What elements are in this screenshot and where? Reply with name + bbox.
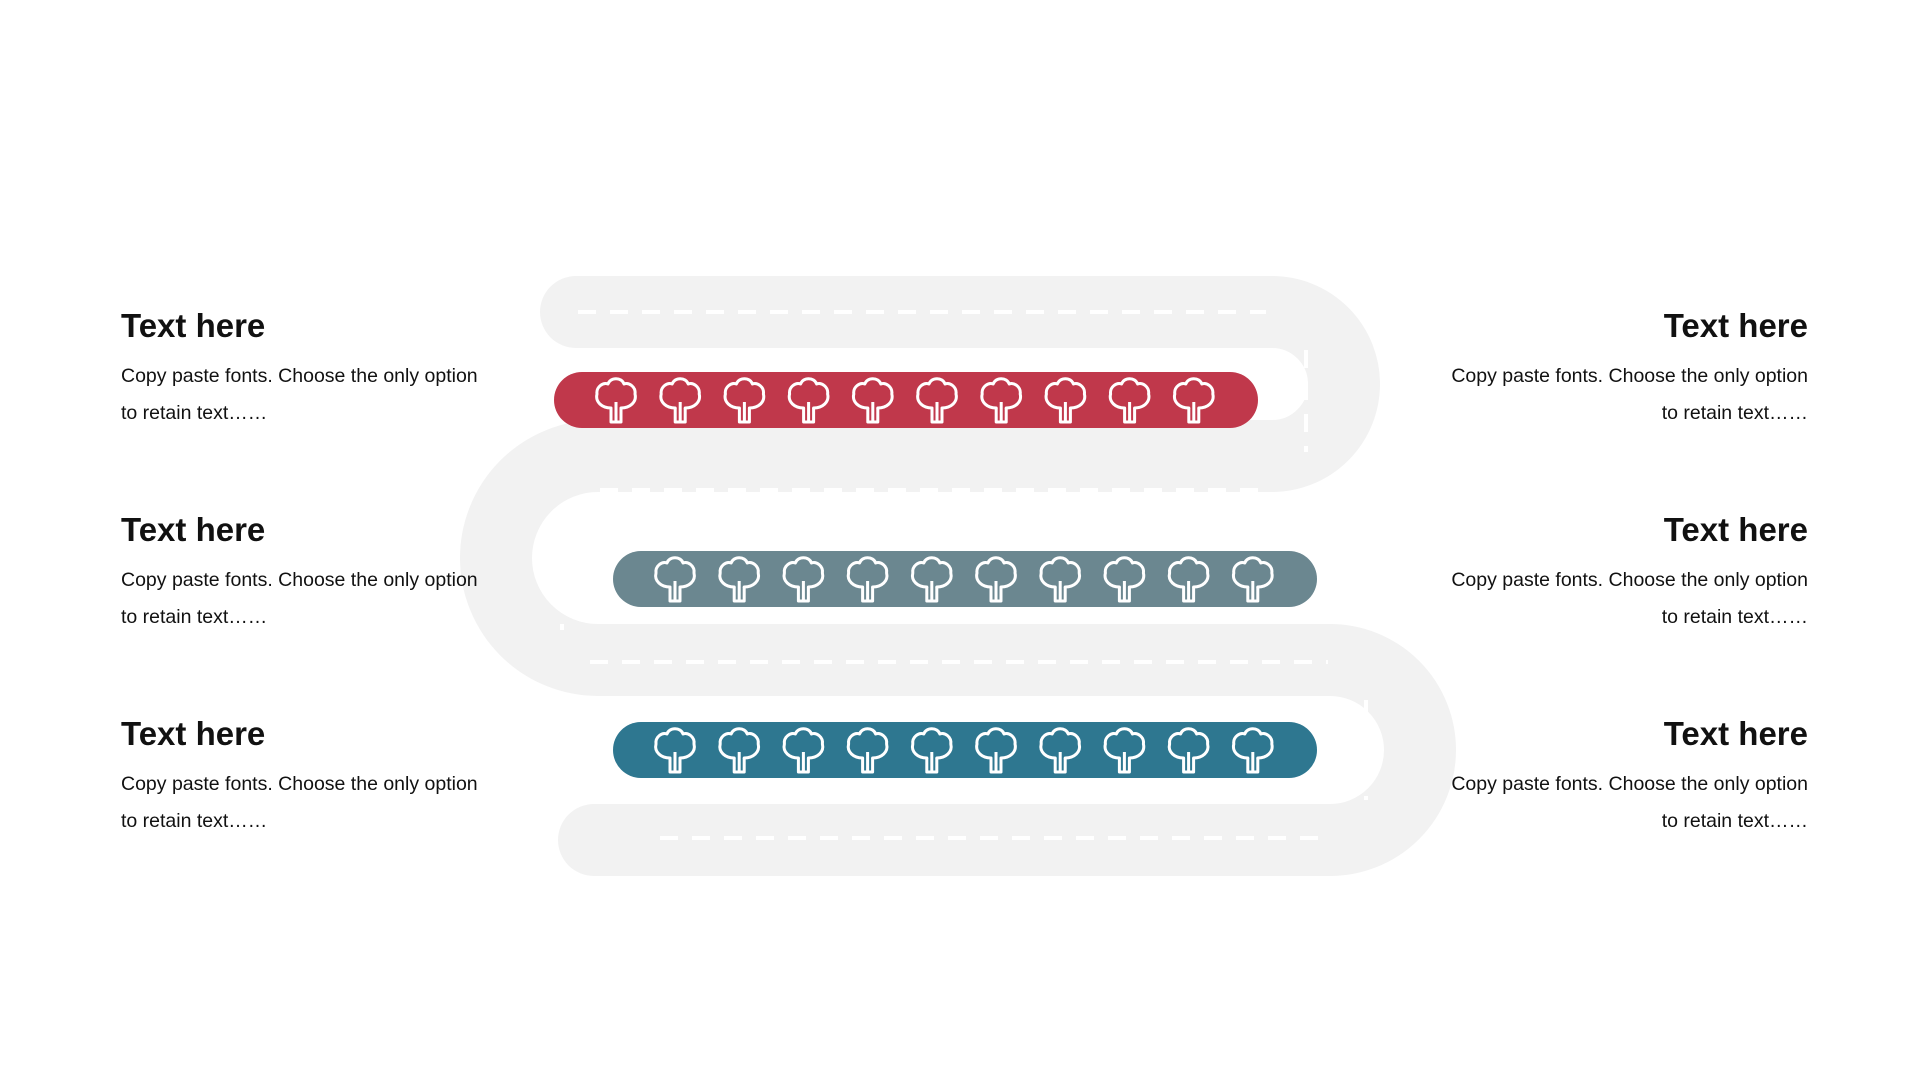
tree-row-pill: [613, 722, 1317, 778]
block-body: Copy paste fonts. Choose the only option…: [121, 358, 541, 432]
block-body-line: to retain text……: [1661, 606, 1808, 628]
block-title: Text here: [1663, 307, 1808, 344]
tree-icon: [846, 556, 889, 603]
tree-icon: [910, 556, 953, 603]
block-body: Copy paste fonts. Choose the only option…: [121, 562, 541, 636]
tree-icon: [1172, 377, 1215, 424]
tree-icon: [916, 377, 958, 424]
block-body: Copy paste fonts. Choose the only option…: [121, 766, 541, 840]
block-title: Text here: [121, 307, 266, 344]
tree-icon: [1167, 727, 1210, 774]
tree-icon: [1167, 556, 1210, 603]
tree-icon: [1103, 556, 1146, 603]
tree-icon: [782, 556, 825, 603]
block-body-line: Copy paste fonts. Choose the only option: [1451, 365, 1808, 387]
tree-icon: [654, 556, 696, 603]
tree-icon: [1231, 727, 1274, 774]
tree-icon: [654, 727, 696, 774]
tree-icon: [980, 377, 1023, 424]
tree-icon: [787, 377, 830, 424]
tree-icon: [595, 377, 637, 424]
text-block-right-1: Text here Copy paste fonts. Choose the o…: [1388, 306, 1808, 432]
tree-row-pill: [554, 372, 1258, 428]
road-dashes: [560, 310, 1368, 840]
block-body-line: Copy paste fonts. Choose the only option: [121, 569, 478, 591]
block-body-line: Copy paste fonts. Choose the only option: [1451, 569, 1808, 591]
road-path: [460, 276, 1456, 876]
block-body: Copy paste fonts. Choose the only option…: [1388, 358, 1808, 432]
tree-icon: [659, 377, 702, 424]
block-title: Text here: [121, 511, 266, 548]
text-block-left-1: Text here Copy paste fonts. Choose the o…: [121, 306, 541, 432]
text-block-right-2: Text here Copy paste fonts. Choose the o…: [1388, 510, 1808, 636]
tree-icon: [718, 556, 761, 603]
tree-icon: [718, 727, 761, 774]
tree-icon: [851, 377, 894, 424]
block-body-line: Copy paste fonts. Choose the only option: [121, 365, 478, 387]
tree-icon: [1044, 377, 1087, 424]
tree-row-1: [554, 372, 1258, 428]
block-body: Copy paste fonts. Choose the only option…: [1388, 562, 1808, 636]
block-body-line: Copy paste fonts. Choose the only option: [121, 773, 478, 795]
block-title: Text here: [1663, 511, 1808, 548]
tree-icon: [723, 377, 766, 424]
block-title: Text here: [1663, 715, 1808, 752]
block-body-line: to retain text……: [121, 810, 268, 832]
tree-icon: [1103, 727, 1146, 774]
tree-rows: [554, 372, 1317, 778]
tree-icon: [1039, 556, 1082, 603]
block-body: Copy paste fonts. Choose the only option…: [1388, 766, 1808, 840]
road-surface: [460, 276, 1456, 876]
block-body-line: Copy paste fonts. Choose the only option: [1451, 773, 1808, 795]
tree-row-3: [613, 722, 1317, 778]
tree-icon: [1231, 556, 1274, 603]
tree-icon: [846, 727, 889, 774]
tree-icon: [975, 556, 1017, 603]
text-block-left-3: Text here Copy paste fonts. Choose the o…: [121, 714, 541, 840]
text-block-left-2: Text here Copy paste fonts. Choose the o…: [121, 510, 541, 636]
block-body-line: to retain text……: [1661, 402, 1808, 424]
block-title: Text here: [121, 715, 266, 752]
block-body-line: to retain text……: [121, 606, 268, 628]
block-body-line: to retain text……: [1661, 810, 1808, 832]
tree-icon: [782, 727, 825, 774]
tree-icon: [1039, 727, 1082, 774]
tree-icon: [975, 727, 1017, 774]
tree-row-2: [613, 551, 1317, 607]
tree-icon: [1108, 377, 1151, 424]
tree-row-pill: [613, 551, 1317, 607]
tree-icon: [910, 727, 953, 774]
block-body-line: to retain text……: [121, 402, 268, 424]
text-block-right-3: Text here Copy paste fonts. Choose the o…: [1388, 714, 1808, 840]
